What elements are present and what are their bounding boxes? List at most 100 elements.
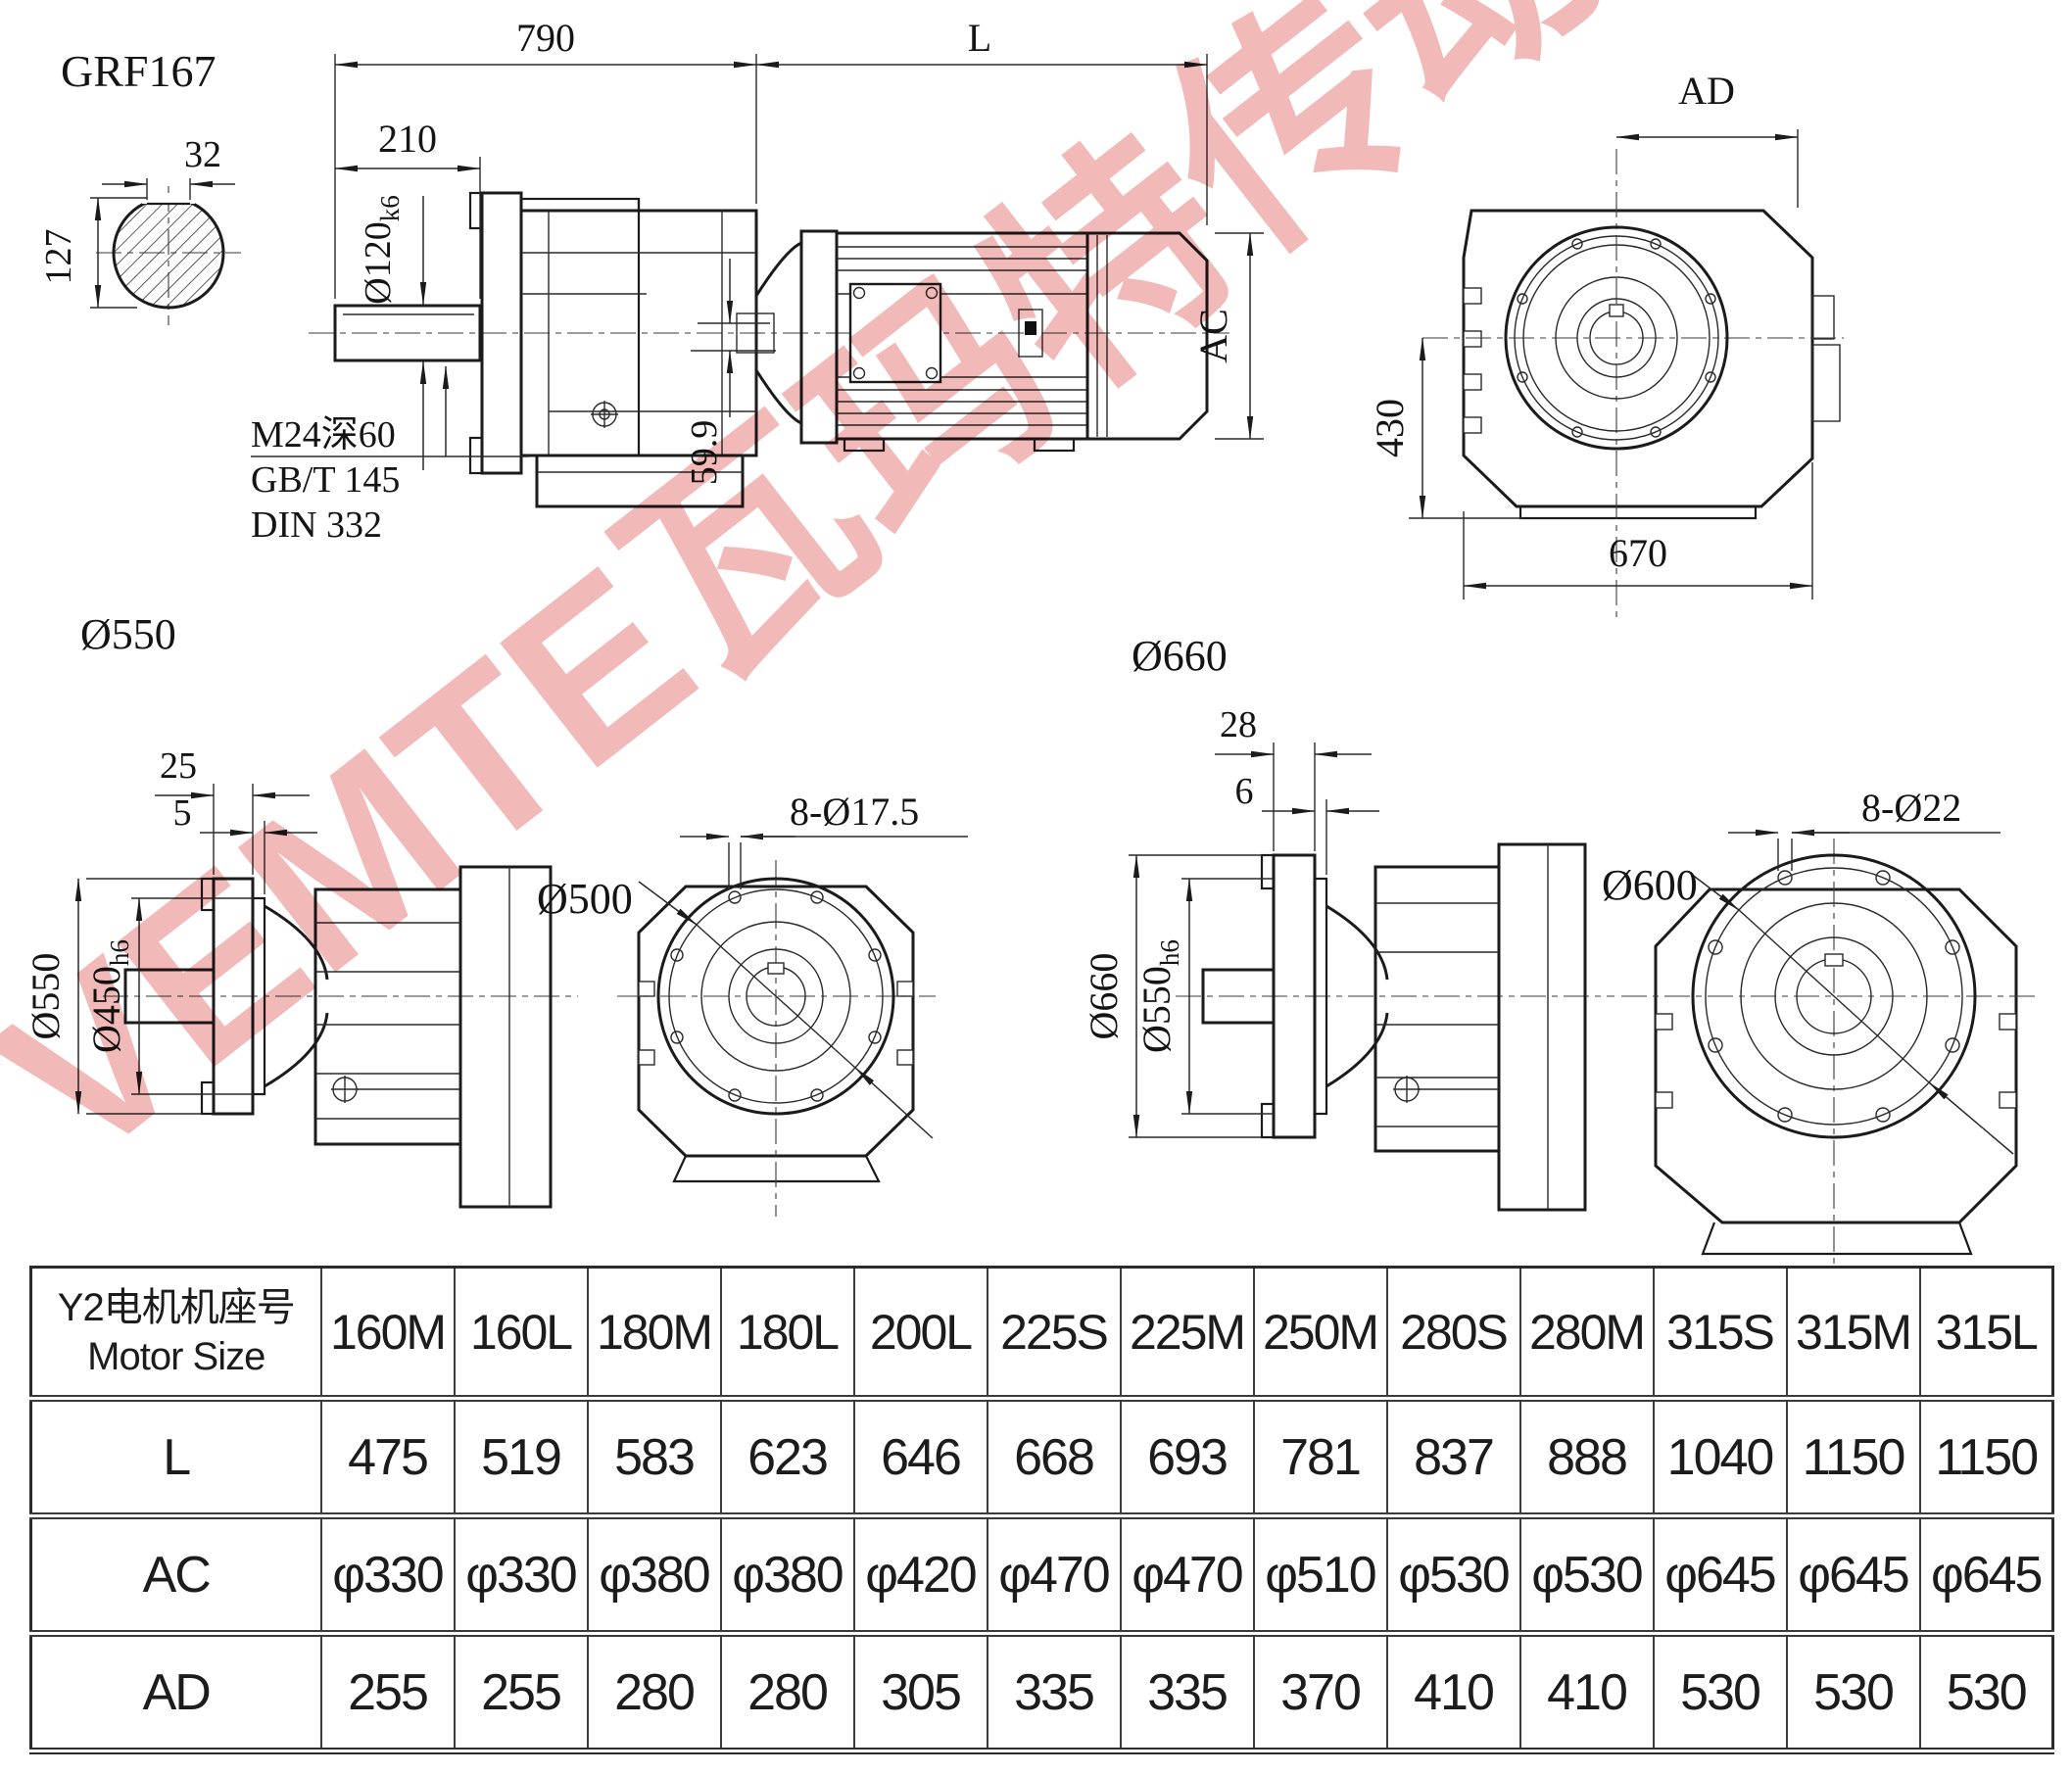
flange-660-title: Ø660 [1132,632,1228,680]
dim-5: 5 [173,792,192,834]
spec-value: 668 [986,1395,1121,1516]
motor-size-column: 160L [453,1267,588,1399]
motor-flange [799,229,839,445]
gearbox-550-body [313,887,462,1146]
spec-value: φ470 [1119,1512,1254,1634]
spec-value: 335 [1119,1630,1254,1751]
motor-size-column: 225M [1119,1267,1254,1399]
standard-note-din: DIN 332 [251,504,382,546]
spec-value: 305 [852,1630,988,1751]
spec-value: φ645 [1918,1512,2053,1634]
row-label: L [30,1395,321,1516]
technical-drawing: GRF167 32 127 [24,16,2036,1264]
dim-flange-od-550: Ø550 [24,953,68,1040]
motor-size-column: 160M [319,1267,455,1399]
motor-size-column: 180M [586,1267,721,1399]
dim-holes-22: 8-Ø22 [1861,786,1961,830]
dim-25: 25 [160,745,197,787]
motor-size-header-cn: Y2电机机座号 [57,1285,296,1329]
spec-value: φ470 [986,1512,1121,1634]
motor-size-column: 180L [719,1267,854,1399]
spec-value: 530 [1652,1630,1787,1751]
dim-shaft-length: 210 [378,117,437,161]
spec-value: φ380 [719,1512,854,1634]
dim-430: 430 [1368,399,1412,457]
dim-holes-17-5: 8-Ø17.5 [790,790,919,834]
motor-size-column: 280S [1385,1267,1520,1399]
spec-value: 335 [986,1630,1121,1751]
flange-550-side-view: Ø550 25 5 Ø550 [24,610,578,1209]
spec-value: 781 [1252,1395,1387,1516]
spec-value: 410 [1518,1630,1654,1751]
rear-view: AD 430 670 [1368,69,1844,617]
dim-bolt-circle-600: Ø600 [1602,861,1698,909]
shaft-section-view: 32 127 [38,134,241,325]
dim-gearbox-length: 790 [516,16,575,60]
motor-size-column: 315S [1652,1267,1787,1399]
fan-cowl [1085,231,1209,441]
dim-shaft-diameter: Ø120k6 [358,195,405,304]
spec-value: φ645 [1785,1512,1920,1634]
row-label: AD [30,1630,321,1751]
spec-value: φ530 [1385,1512,1520,1634]
dim-flange-od-660: Ø660 [1082,953,1126,1040]
spec-value: φ330 [453,1512,588,1634]
motor-size-column: 315L [1918,1267,2053,1399]
spec-value: 693 [1119,1395,1254,1516]
spec-value: 519 [453,1395,588,1516]
dim-spigot-550h6: Ø550h6 [1134,939,1184,1053]
spec-value: 1150 [1918,1395,2053,1516]
drawing-title: GRF167 [61,46,216,96]
spec-value: 623 [719,1395,854,1516]
spec-value: 280 [719,1630,854,1751]
spec-value: 1150 [1785,1395,1920,1516]
dim-key-width: 32 [184,134,221,175]
front-500-view: Ø500 8-Ø17.5 [537,790,968,1217]
dim-670: 670 [1609,531,1667,575]
spec-value: φ420 [852,1512,988,1634]
flange-550-title: Ø550 [80,610,176,658]
rear-housing [1462,209,1814,508]
spec-value: 370 [1252,1630,1387,1751]
spec-value: φ530 [1518,1512,1654,1634]
spec-value: 646 [852,1395,988,1516]
spec-value: 837 [1385,1395,1520,1516]
gearbox-660-body [1373,865,1501,1153]
standard-note-gbt: GB/T 145 [251,459,400,501]
terminal-box [848,282,942,384]
main-side-view: 790 L 210 Ø120k6 59.9 AC M24深60 GB/T 145… [251,16,1264,546]
dim-center-offset: 59.9 [684,420,725,486]
spec-value: 280 [586,1630,721,1751]
dim-spigot-450h6: Ø450h6 [84,939,134,1053]
flange-660-side-view: Ø660 28 6 Ø660 [1082,632,1614,1212]
spec-value: 410 [1385,1630,1520,1751]
dim-shaft-dia-127: 127 [38,229,79,285]
dim-motor-diameter: AC [1191,309,1235,363]
motor-size-column: 315M [1785,1267,1920,1399]
spec-value: φ380 [586,1512,721,1634]
spec-value: 475 [319,1395,455,1516]
motor-size-column: 200L [852,1267,988,1399]
spec-value: 255 [453,1630,588,1751]
shaft-section-circle [112,196,225,310]
motor-size-column: 225S [986,1267,1121,1399]
motor-size-header: Y2电机机座号 Motor Size [31,1268,321,1399]
spec-value: 888 [1518,1395,1654,1516]
spec-value: 530 [1785,1630,1920,1751]
dim-6: 6 [1235,771,1254,812]
spec-value: 1040 [1652,1395,1787,1516]
row-label: AC [30,1512,321,1634]
dim-bolt-circle-500: Ø500 [537,875,633,923]
gearbox-base [535,454,745,508]
front-600-view: Ø600 8-Ø22 [1602,786,2036,1264]
spec-value: 583 [586,1395,721,1516]
dim-28: 28 [1220,704,1257,745]
spec-value: 530 [1918,1630,2053,1751]
